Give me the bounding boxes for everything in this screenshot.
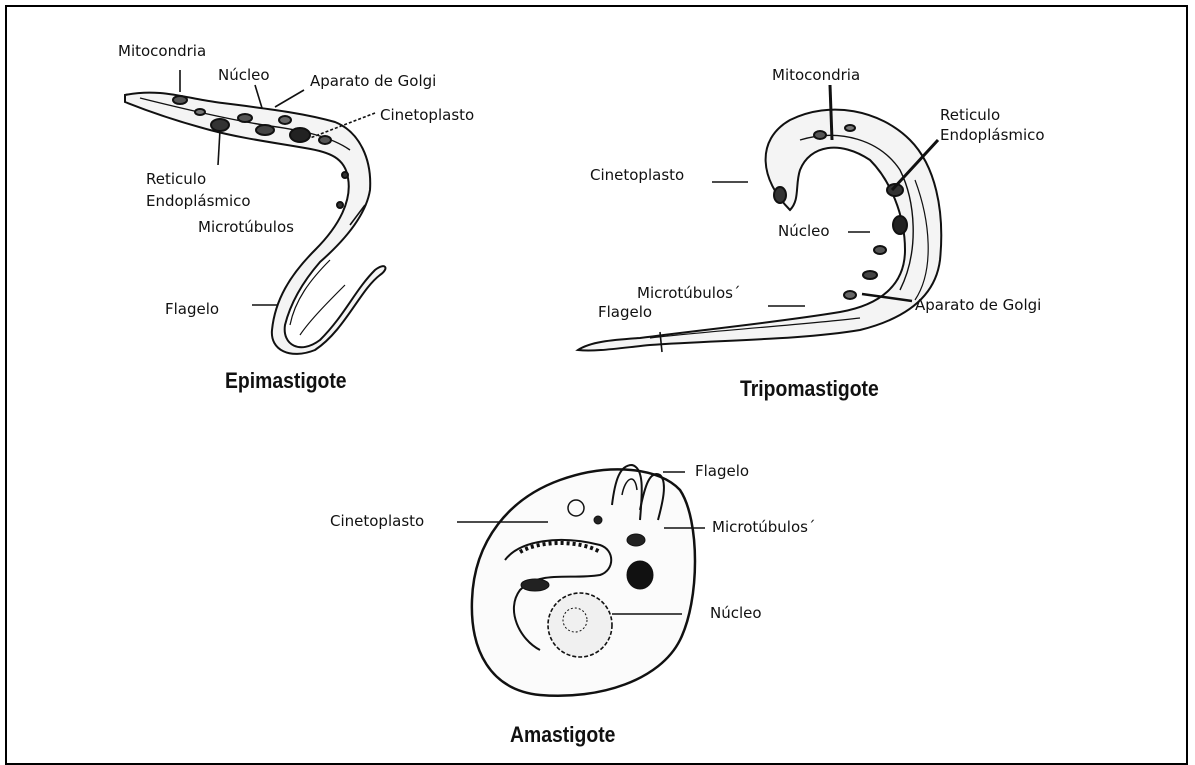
epi-label-golgi: Aparato de Golgi: [310, 72, 436, 90]
ama-label-microtubulos: Microtúbulos´: [712, 518, 815, 536]
tri-label-cinetoplasto: Cinetoplasto: [590, 166, 684, 184]
amastigote-drawing: [472, 465, 695, 696]
tri-label-golgi: Aparato de Golgi: [915, 296, 1041, 314]
tri-label-mitocondria: Mitocondria: [772, 66, 860, 84]
epi-label-microtubulos: Microtúbulos: [198, 218, 294, 236]
epimastigote-title: Epimastigote: [225, 368, 347, 394]
tri-label-endoplasmico: Endoplásmico: [940, 126, 1045, 144]
epi-label-cinetoplasto: Cinetoplasto: [380, 106, 474, 124]
ama-label-cinetoplasto: Cinetoplasto: [330, 512, 424, 530]
ama-label-flagelo: Flagelo: [695, 462, 749, 480]
tri-label-microtubulos: Microtúbulos´: [637, 284, 740, 302]
epi-label-reticulo: Reticulo: [146, 170, 206, 188]
tripomastigote-title: Tripomastigote: [740, 376, 879, 402]
tri-label-nucleo: Núcleo: [778, 222, 830, 240]
epi-label-endoplasmico: Endoplásmico: [146, 192, 251, 210]
epi-label-mitocondria: Mitocondria: [118, 42, 206, 60]
amastigote-title: Amastigote: [510, 722, 615, 748]
tri-label-flagelo: Flagelo: [598, 303, 652, 321]
ama-label-nucleo: Núcleo: [710, 604, 762, 622]
tri-label-reticulo: Reticulo: [940, 106, 1000, 124]
epi-label-flagelo: Flagelo: [165, 300, 219, 318]
epi-label-nucleo: Núcleo: [218, 66, 270, 84]
